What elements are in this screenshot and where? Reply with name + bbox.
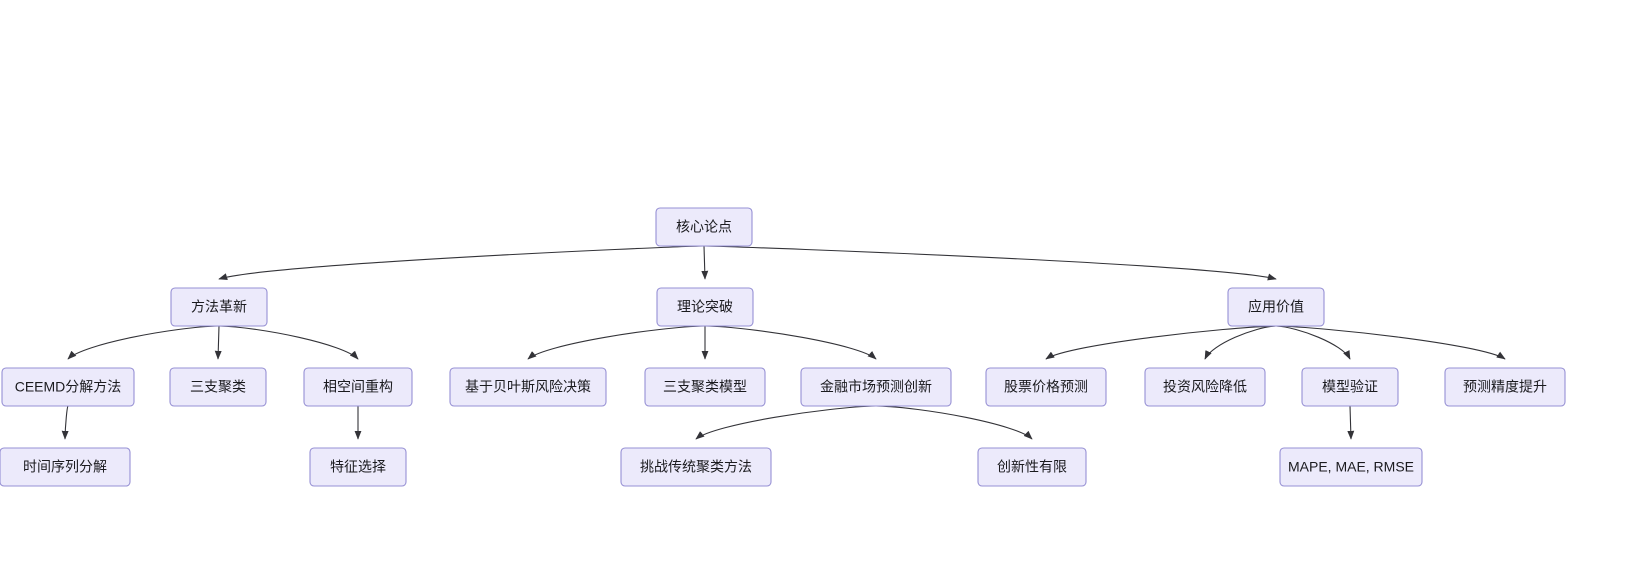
node-box-d1[interactable]: [0, 447, 131, 487]
edge-root-to-b1: [218, 245, 705, 280]
node-box-c9[interactable]: [1301, 367, 1399, 407]
node-label-d4: 创新性有限: [997, 459, 1067, 475]
node-c4[interactable]: 基于贝叶斯风险决策: [449, 367, 607, 407]
edge-root-to-b2: [701, 245, 709, 280]
edge-b2-to-c4: [527, 325, 706, 360]
node-box-c4[interactable]: [449, 367, 607, 407]
node-label-b2: 理论突破: [677, 299, 733, 315]
edge-b1-to-c1: [67, 325, 220, 360]
node-c7[interactable]: 股票价格预测: [985, 367, 1107, 407]
edge-b3-to-c9: [1275, 325, 1351, 360]
edge-b3-to-c8: [1204, 325, 1277, 360]
node-d5[interactable]: MAPE, MAE, RMSE: [1279, 447, 1423, 487]
edge-b2-to-c6: [704, 325, 877, 360]
node-label-c3: 相空间重构: [323, 379, 393, 395]
node-label-b3: 应用价值: [1248, 299, 1304, 315]
node-box-b1[interactable]: [170, 287, 268, 327]
node-box-d2[interactable]: [309, 447, 407, 487]
node-label-c4: 基于贝叶斯风险决策: [465, 379, 591, 395]
node-d2[interactable]: 特征选择: [309, 447, 407, 487]
node-label-c5: 三支聚类模型: [663, 379, 747, 395]
node-box-c5[interactable]: [644, 367, 766, 407]
edges-layer: [61, 245, 1506, 440]
node-box-root[interactable]: [655, 207, 753, 247]
node-box-d4[interactable]: [977, 447, 1087, 487]
node-c1[interactable]: CEEMD分解方法: [1, 367, 135, 407]
node-label-c2: 三支聚类: [190, 379, 246, 395]
node-box-c2[interactable]: [169, 367, 267, 407]
node-label-c6: 金融市场预测创新: [820, 379, 932, 395]
node-box-c8[interactable]: [1144, 367, 1266, 407]
node-box-c10[interactable]: [1444, 367, 1566, 407]
node-d1[interactable]: 时间序列分解: [0, 447, 131, 487]
edge-b1-to-c3: [218, 325, 359, 360]
node-box-d3[interactable]: [620, 447, 772, 487]
edge-b1-to-c2: [214, 325, 222, 360]
edge-b3-to-c10: [1275, 325, 1506, 360]
node-root[interactable]: 核心论点: [655, 207, 753, 247]
node-box-c1[interactable]: [1, 367, 135, 407]
node-label-d2: 特征选择: [330, 459, 386, 475]
node-box-d5[interactable]: [1279, 447, 1423, 487]
node-c9[interactable]: 模型验证: [1301, 367, 1399, 407]
node-box-c7[interactable]: [985, 367, 1107, 407]
node-d4[interactable]: 创新性有限: [977, 447, 1087, 487]
node-label-root: 核心论点: [676, 219, 732, 235]
edge-c6-to-d4: [875, 405, 1033, 440]
node-b2[interactable]: 理论突破: [656, 287, 754, 327]
node-label-d3: 挑战传统聚类方法: [640, 459, 752, 475]
node-c3[interactable]: 相空间重构: [303, 367, 413, 407]
node-b1[interactable]: 方法革新: [170, 287, 268, 327]
node-c5[interactable]: 三支聚类模型: [644, 367, 766, 407]
node-box-c3[interactable]: [303, 367, 413, 407]
node-c2[interactable]: 三支聚类: [169, 367, 267, 407]
edge-root-to-b3: [703, 245, 1277, 281]
edge-b3-to-c7: [1045, 325, 1277, 360]
node-d3[interactable]: 挑战传统聚类方法: [620, 447, 772, 487]
edge-c1-to-d1: [61, 405, 69, 440]
node-label-b1: 方法革新: [191, 299, 247, 315]
node-c8[interactable]: 投资风险降低: [1144, 367, 1266, 407]
node-c10[interactable]: 预测精度提升: [1444, 367, 1566, 407]
edge-c9-to-d5: [1347, 405, 1355, 440]
node-label-c1: CEEMD分解方法: [15, 379, 122, 395]
node-box-c6[interactable]: [800, 367, 952, 407]
node-c6[interactable]: 金融市场预测创新: [800, 367, 952, 407]
node-label-c10: 预测精度提升: [1463, 379, 1547, 395]
node-label-c9: 模型验证: [1322, 379, 1378, 395]
node-label-d5: MAPE, MAE, RMSE: [1288, 459, 1414, 475]
node-label-c8: 投资风险降低: [1163, 379, 1247, 395]
node-label-d1: 时间序列分解: [23, 459, 107, 475]
node-b3[interactable]: 应用价值: [1227, 287, 1325, 327]
node-box-b2[interactable]: [656, 287, 754, 327]
node-label-c7: 股票价格预测: [1004, 379, 1088, 395]
edge-c6-to-d3: [695, 405, 877, 440]
node-box-b3[interactable]: [1227, 287, 1325, 327]
